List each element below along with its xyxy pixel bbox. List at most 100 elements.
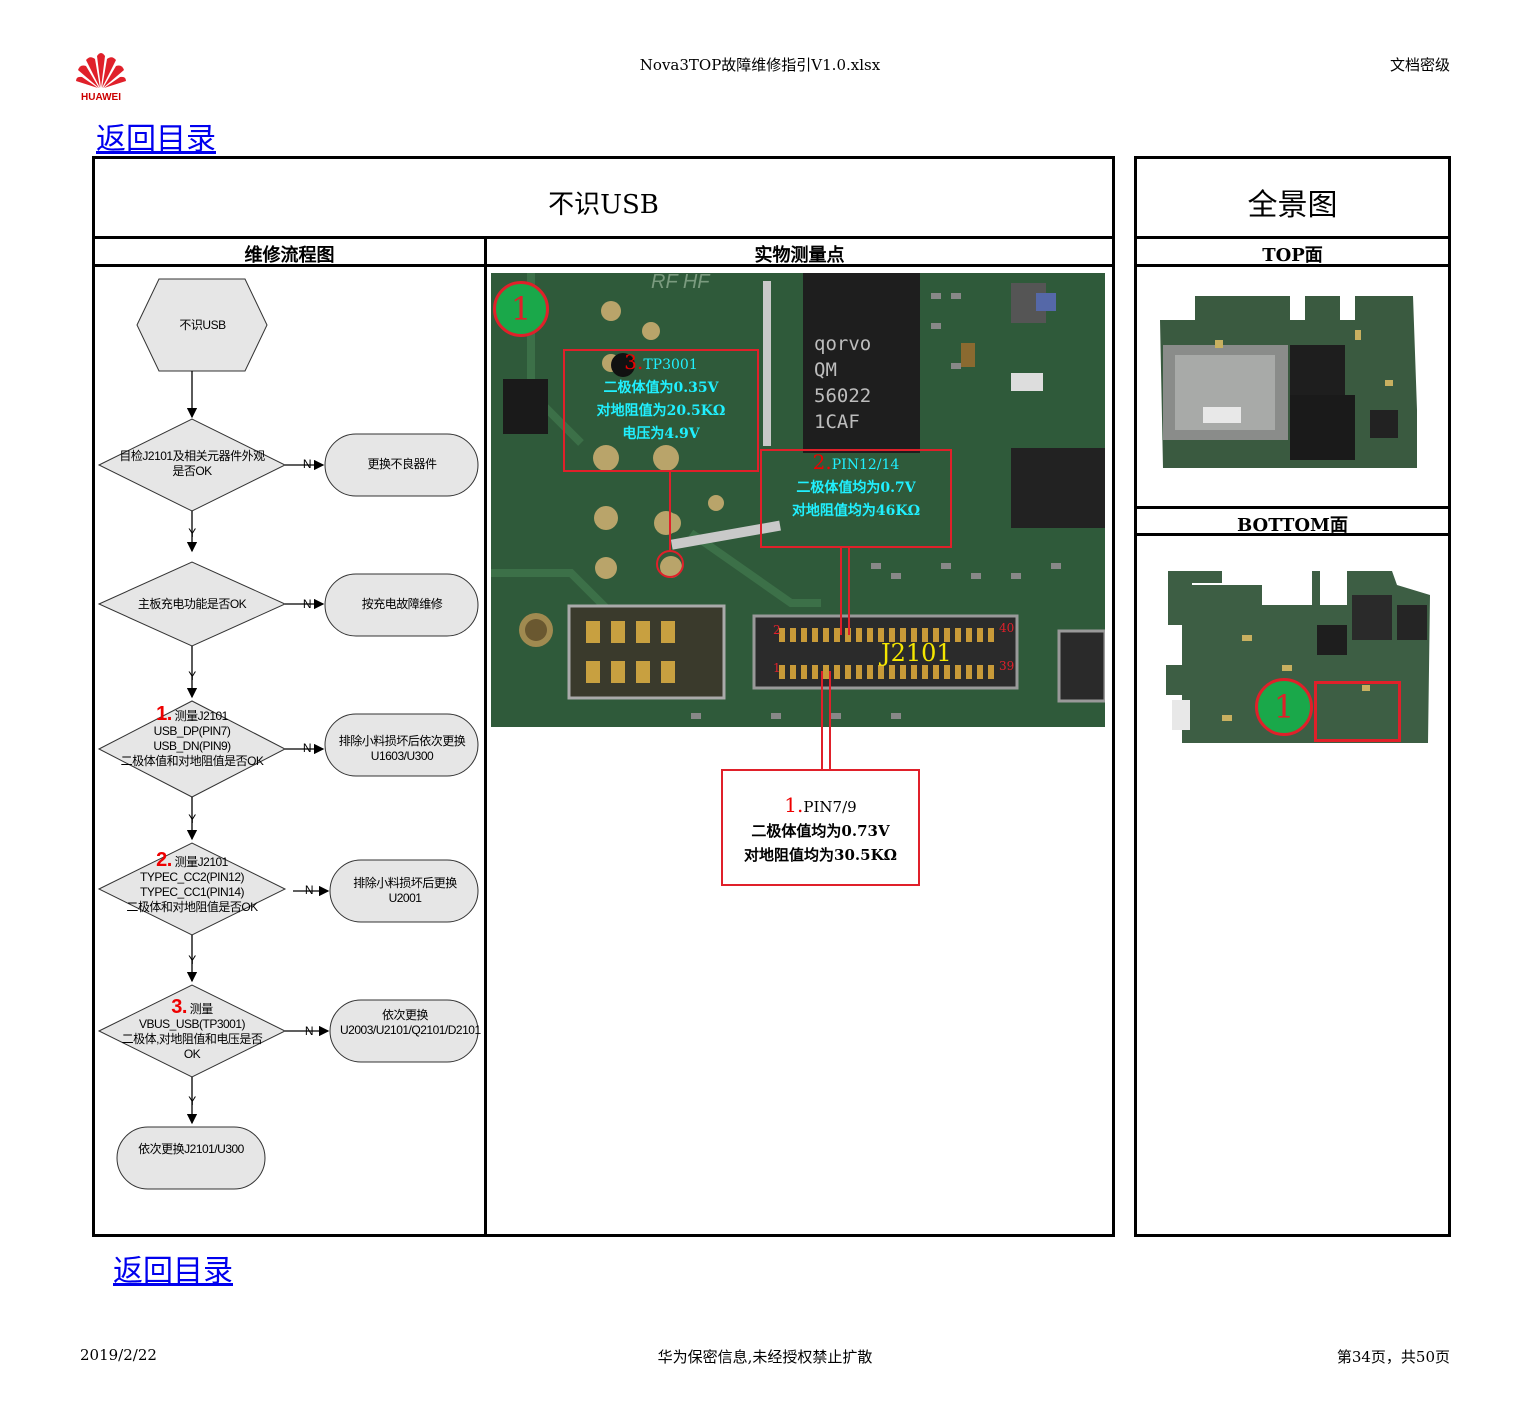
bottom-area-highlight [1314,681,1401,742]
connector-pin [955,628,961,642]
annotation-pin7-9: 1.PIN7/9 二极体值均为0.73V 对地阻值均为30.5KΩ [721,769,920,886]
back-to-contents-link[interactable]: 返回目录 [96,122,216,157]
start-hexagon [136,278,268,372]
connector-pin [900,665,906,679]
connector-pin [977,665,983,679]
classification-label: 文档密级 [1389,56,1450,74]
connector-pin [834,628,840,642]
yes-label: Y [188,1094,196,1108]
points-column-header: 实物测量点 [754,245,845,266]
flow-start-label: 不识USB [179,318,226,332]
no-label: N [302,597,312,611]
file-title: Nova3TOP故障维修指引V1.0.xlsx [639,56,881,74]
connector-pin [867,628,873,642]
step-1-number: 1. [156,703,172,725]
connector-pin [944,665,950,679]
bottom-area-badge: 1 [1255,678,1313,736]
no-label: N [302,457,312,471]
connector-pin [856,665,862,679]
connector-pin [878,628,884,642]
connector-pin [889,628,895,642]
bottom-board-photo: 1 [1162,565,1432,750]
bottom-board-drawing [1166,571,1430,743]
connector-pin [933,628,939,642]
connector-pin [944,628,950,642]
huawei-petals-icon [76,53,126,88]
connector-pin [922,665,928,679]
connector-pin [823,628,829,642]
connector-pin [790,628,796,642]
connector-pin [900,628,906,642]
end-terminal [116,1126,266,1190]
top-face-header: TOP面 [1262,245,1323,266]
pin-1-label: 1 [773,661,781,675]
connector-pin [878,665,884,679]
area-badge: 1 [493,281,549,337]
flow-decision-2-label: 主板充电功能是否OK [137,597,247,611]
footer-date: 2019/2/22 [80,1346,157,1364]
pin-40-label: 40 [999,621,1015,635]
connector-pin [801,665,807,679]
connector-pin [911,628,917,642]
flow-column-header: 维修流程图 [244,245,335,266]
leader-line [821,727,823,770]
connector-pin [966,665,972,679]
connector-pin [812,628,818,642]
connector-pin [922,628,928,642]
action-3 [324,713,479,777]
board-photo-drawing [491,273,1105,727]
connector-pin [966,628,972,642]
chip-marking: qorvo QM 56022 1CAF [814,333,872,433]
flow-action-5-label: 依次更换U2003/U2101/Q2101/D2101 [340,1008,481,1037]
flow-decision-4-label: 2. 测量J2101 TYPEC_CC2(PIN12) TYPEC_CC1(PI… [126,849,258,914]
connector-pin [977,628,983,642]
step-2-number: 2. [156,849,172,871]
huawei-logo: HUAWEI [74,50,128,103]
connector-pin [790,665,796,679]
action-1 [324,433,479,497]
connector-pin [834,665,840,679]
connector-label: J2101 [881,639,952,667]
main-title: 不识USB [548,190,659,220]
connector-pin [911,665,917,679]
pin-39-label: 39 [999,659,1015,673]
no-label: N [304,883,314,897]
yes-label: Y [188,812,196,826]
connector-pin [779,628,785,642]
footer-page: 第34页，共50页 [1336,1348,1450,1366]
connector-pin [812,665,818,679]
annotation-leaders [656,470,850,727]
no-label: N [304,1024,314,1038]
bottom-face-header: BOTTOM面 [1237,515,1348,536]
flowchart-shapes [97,278,479,1190]
connector-pin [988,665,994,679]
flow-action-1-label: 更换不良器件 [367,457,437,471]
back-to-contents-link-bottom[interactable]: 返回目录 [113,1254,233,1289]
decision-4 [97,842,287,936]
logo-text: HUAWEI [81,92,121,103]
connector-pin [801,628,807,642]
action-4 [329,859,479,923]
flow-action-3-label: 排除小料损坏后依次更换U1603/U300 [338,734,466,763]
connector-pin [856,628,862,642]
flow-decision-3-label: 1. 测量J2101 USB_DP(PIN7) USB_DN(PIN9) 二极体… [120,703,264,768]
step-3-number: 3. [171,996,187,1018]
action-5 [329,999,479,1063]
yes-label: Y [188,526,196,540]
no-label: N [302,741,312,755]
panorama-title: 全景图 [1247,188,1338,223]
flow-action-4-label: 排除小料损坏后更换U2001 [353,876,457,905]
connector-pin [823,665,829,679]
connector-pin [845,665,851,679]
action-2 [324,573,479,637]
top-board-photo [1155,290,1423,472]
top-board-drawing [1160,296,1417,468]
annotation-pin12-14: 2.PIN12/14 二极体值均为0.7V 对地阻值均为46KΩ [760,449,952,548]
footer-notice: 华为保密信息,未经授权禁止扩散 [657,1348,873,1366]
flowchart: 不识USB 目检J2101及相关元器件外观是否OK 更换不良器件 主板充电功能是… [95,267,484,1234]
pin-2-label: 2 [773,623,781,637]
connector-pin [779,665,785,679]
board-photo: qorvo QM 56022 1CAF RF HF 1 J2101 2 1 40… [491,273,1105,727]
yes-label: Y [188,669,196,683]
leader-line [829,727,831,770]
